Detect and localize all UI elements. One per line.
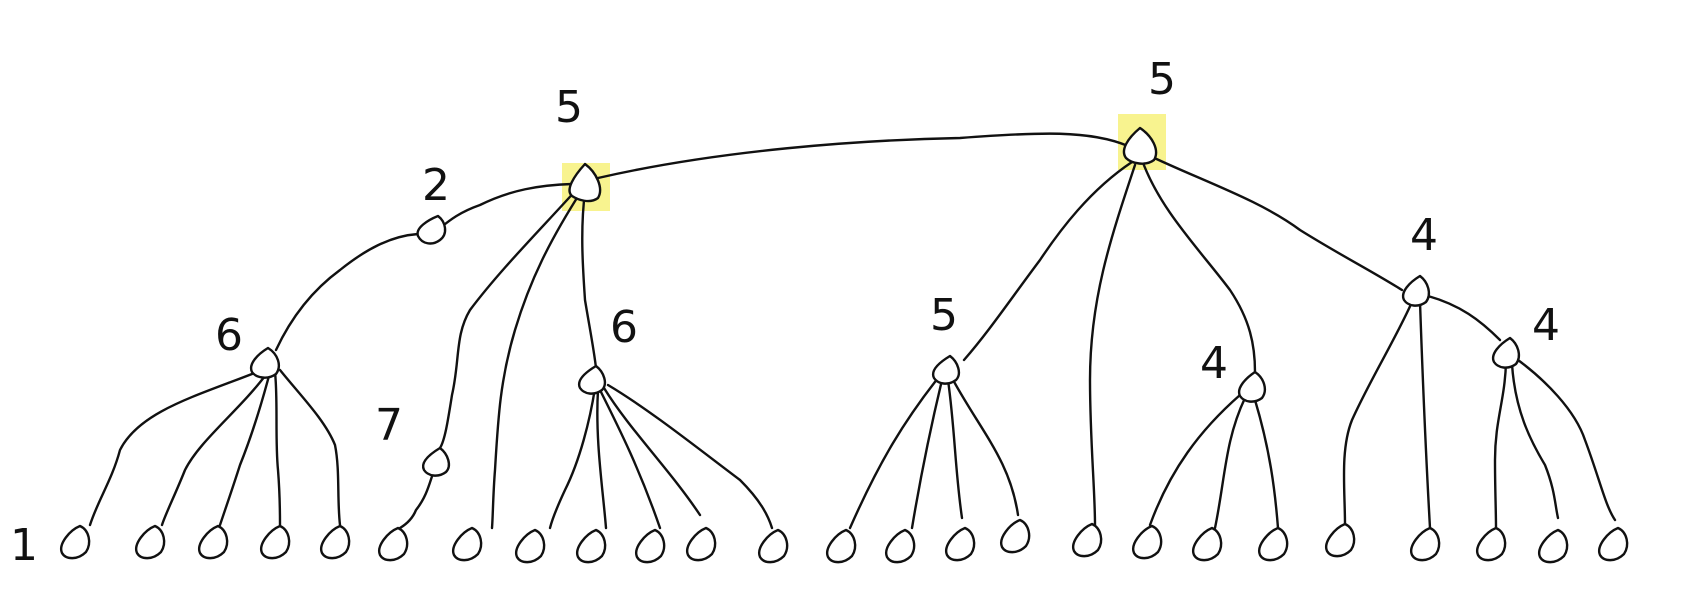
leaf-node: [576, 528, 607, 564]
edge-root-left-to-node-7: [438, 186, 580, 450]
node-6-left: [249, 346, 280, 379]
leaf-node: [635, 528, 666, 564]
leaf-node: [885, 528, 916, 564]
leaf-node: [1000, 518, 1031, 554]
leaf-node: [1325, 522, 1356, 558]
node-5-mid: [931, 354, 961, 385]
edge-node-6-to-leaf-b: [160, 370, 270, 527]
leaf-node: [135, 524, 166, 560]
edge-node-4-right-to-leaf-a: [1342, 300, 1414, 527]
node-labels: 5 5 2 6 7 6 5 4 4 4 1: [10, 54, 1560, 571]
edge-root-left-to-node-2: [438, 182, 574, 230]
leaf-node: [758, 528, 789, 564]
edge-node-4-to-leaf-b: [1213, 396, 1247, 530]
node-4-mid: [1237, 370, 1266, 403]
edge-root-left-to-node-6-mid: [581, 190, 598, 370]
edges: [88, 132, 1617, 530]
label-leaf-1: 1: [10, 520, 38, 571]
node-7: [421, 446, 451, 477]
edge-node-5-to-leaf-a: [848, 376, 940, 530]
edge-node-4-right-to-node-4: [1426, 294, 1502, 342]
label-node-6-left: 6: [215, 310, 243, 361]
edge-root-right-to-node-4-right: [1146, 153, 1404, 292]
edge-root-right-to-leaf: [1088, 163, 1137, 527]
edge-root-right-to-node-4-mid: [1140, 158, 1257, 374]
label-root-right: 5: [1148, 54, 1176, 105]
edge-node-4b-to-leaf-b: [1510, 362, 1560, 520]
label-node-4-mid: 4: [1200, 338, 1228, 389]
leaf-node: [826, 528, 857, 564]
edge-node-5-to-leaf-d: [950, 376, 1020, 517]
label-node-6-mid: 6: [610, 302, 638, 353]
edge-node-6-mid-to-leaf-e: [606, 383, 774, 530]
edge-node-6-to-leaf-e: [278, 368, 342, 527]
leaf-node: [1072, 522, 1103, 558]
edge-node-7-to-leaf: [398, 466, 437, 530]
leaf-node: [1192, 526, 1223, 562]
edge-root-right-to-node-5: [962, 160, 1134, 362]
edge-node-6-to-leaf-d: [273, 370, 282, 527]
node-root-right: [1122, 126, 1158, 165]
leaf-node: [1538, 528, 1569, 564]
leaf-node: [1598, 526, 1629, 562]
edge-root-left-to-root-right: [596, 132, 1130, 180]
node-6-mid: [577, 364, 607, 395]
edge-node-6-mid-to-leaf-b: [596, 388, 608, 530]
leaf-node: [452, 526, 483, 562]
leaf-node: [60, 524, 91, 560]
node-2: [416, 214, 447, 245]
leaf-node: [686, 526, 717, 562]
label-node-7: 7: [375, 400, 403, 451]
leaf-node: [1410, 526, 1441, 562]
label-node-2: 2: [422, 160, 450, 211]
edge-node-4-to-leaf-a: [1148, 393, 1242, 527]
label-node-5-mid: 5: [930, 290, 958, 341]
leaf-nodes: [60, 518, 1629, 564]
leaf-node: [1132, 524, 1163, 560]
edge-node-5-to-leaf-c: [946, 378, 964, 520]
leaf-node: [515, 528, 546, 564]
edge-node-4-to-leaf-c: [1253, 398, 1280, 530]
leaf-node: [320, 524, 351, 560]
leaf-node: [378, 526, 409, 562]
edge-node-4b-to-leaf-a: [1493, 360, 1508, 530]
label-root-left: 5: [555, 82, 583, 133]
leaf-node: [198, 524, 229, 560]
edge-node-2-to-node-6: [274, 232, 420, 352]
edge-node-6-to-leaf-a: [88, 368, 264, 527]
leaf-node: [260, 524, 291, 560]
label-node-4-right: 4: [1532, 300, 1560, 351]
leaf-node: [1476, 526, 1507, 562]
edge-node-5-to-leaf-b: [910, 378, 944, 530]
edge-node-4-right-to-leaf-b: [1418, 300, 1432, 530]
label-node-4-right-top: 4: [1410, 210, 1438, 261]
leaf-node: [945, 526, 976, 562]
node-root-left: [568, 162, 602, 203]
edge-node-6-mid-to-leaf-c: [598, 388, 662, 530]
edge-node-6-mid-to-leaf-d: [602, 386, 702, 517]
leaf-node: [1258, 526, 1289, 562]
edge-node-6-to-leaf-c: [218, 370, 272, 527]
edge-root-left-to-leaf-f: [490, 188, 584, 530]
node-4-right-top: [1401, 274, 1431, 307]
internal-nodes: [249, 126, 1521, 477]
edge-node-4b-to-leaf-c: [1516, 358, 1617, 522]
edge-node-6-mid-to-leaf-a: [548, 386, 597, 530]
node-4-right: [1491, 336, 1521, 369]
